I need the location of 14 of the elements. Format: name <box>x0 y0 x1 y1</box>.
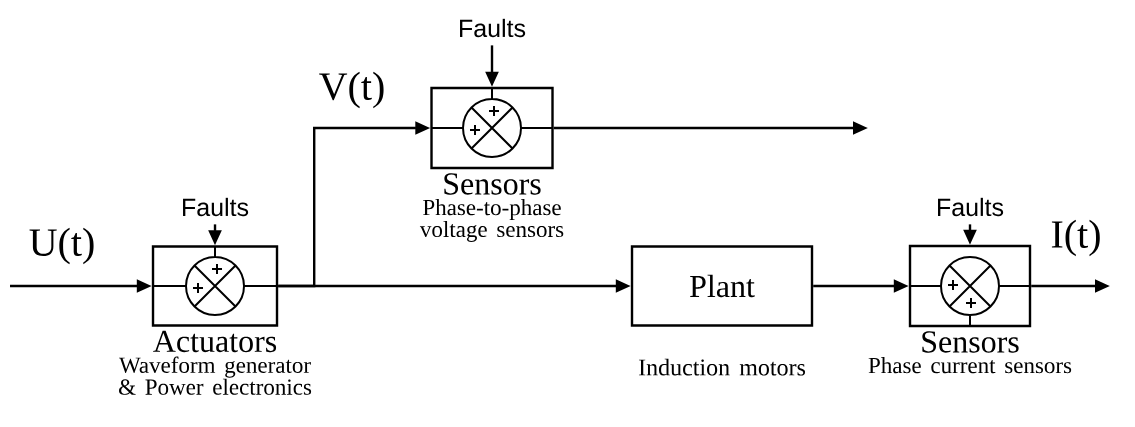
input-label: Faults <box>938 197 1004 217</box>
block-title: Sensors <box>444 173 541 195</box>
block-title: Sensors <box>922 331 1019 353</box>
edge-label: U(t) <box>29 227 94 265</box>
input-label: Faults <box>460 18 526 38</box>
block-caption: Induction motors <box>639 358 806 376</box>
block-description: Phase current sensors <box>868 357 1072 374</box>
block-title: Plant <box>690 274 755 298</box>
edge-label: V(t) <box>319 71 384 109</box>
block-description: Waveform generator & Power electronics <box>119 356 312 395</box>
block-description: Phase-to-phase voltage sensors <box>419 199 564 242</box>
input-label: Faults <box>183 197 249 217</box>
block-title: Actuators <box>153 330 277 353</box>
edge-label: I(t) <box>1051 219 1100 257</box>
